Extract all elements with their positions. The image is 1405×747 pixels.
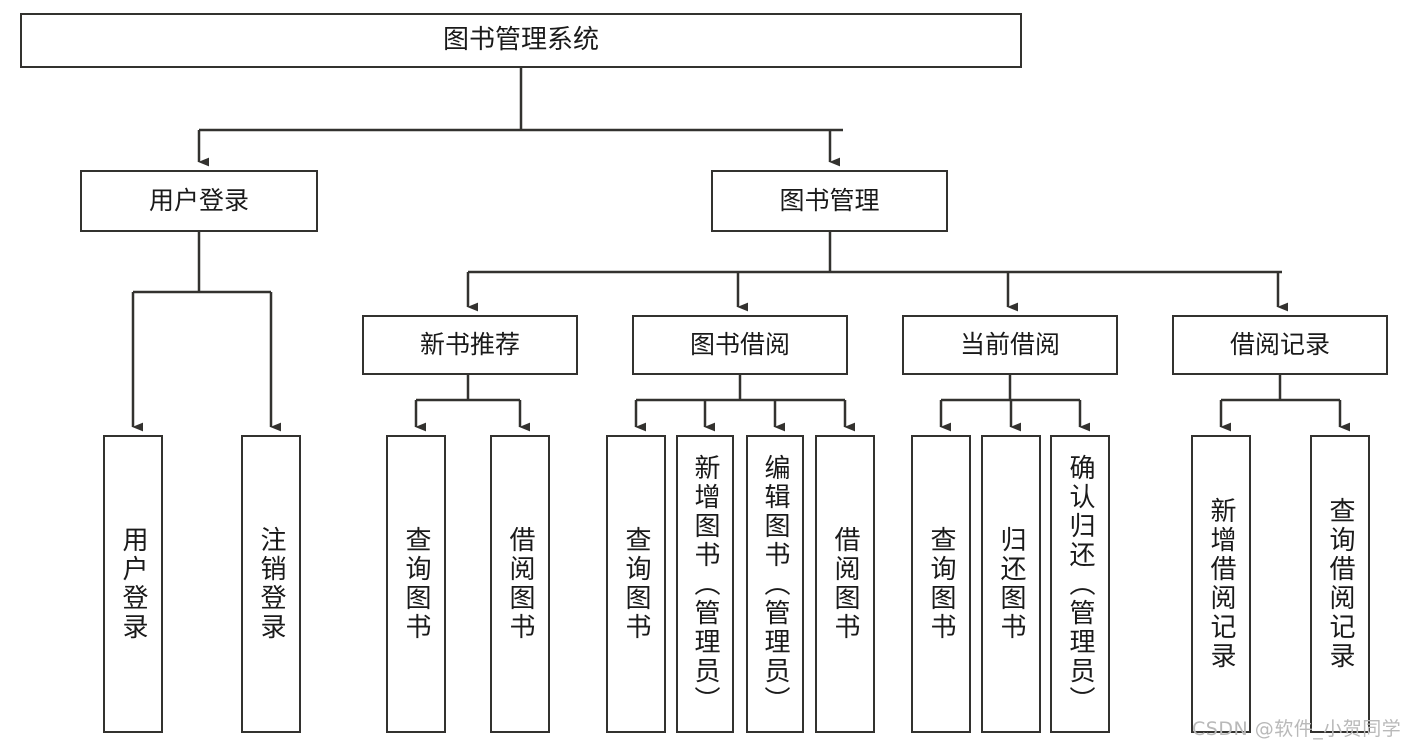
node-leaf-add-book[interactable]: 新增图书（管理员） bbox=[676, 435, 734, 733]
node-leaf-confirm-return[interactable]: 确认归还（管理员） bbox=[1050, 435, 1110, 733]
node-leaf-user-login-label: 用户登录 bbox=[118, 526, 148, 642]
node-root-label: 图书管理系统 bbox=[442, 25, 599, 56]
watermark-text: CSDN @软件_小贺同学 bbox=[1192, 718, 1402, 740]
node-book-borrow[interactable]: 图书借阅 bbox=[632, 315, 848, 375]
node-new-book-recommend-label: 新书推荐 bbox=[419, 330, 520, 360]
node-leaf-edit-book-label: 编辑图书（管理员） bbox=[760, 453, 790, 715]
node-leaf-confirm-return-label: 确认归还（管理员） bbox=[1065, 453, 1095, 715]
node-leaf-query-book-1-label: 查询图书 bbox=[401, 526, 431, 642]
node-leaf-edit-book[interactable]: 编辑图书（管理员） bbox=[746, 435, 804, 733]
node-book-management-label: 图书管理 bbox=[779, 186, 880, 216]
node-leaf-query-book-2-label: 查询图书 bbox=[621, 526, 651, 642]
node-book-borrow-label: 图书借阅 bbox=[689, 330, 790, 360]
node-leaf-logout-login-label: 注销登录 bbox=[256, 526, 286, 642]
node-book-management[interactable]: 图书管理 bbox=[711, 170, 948, 232]
node-leaf-return-book-label: 归还图书 bbox=[996, 526, 1026, 642]
node-leaf-query-book-3-label: 查询图书 bbox=[926, 526, 956, 642]
node-leaf-return-book[interactable]: 归还图书 bbox=[981, 435, 1041, 733]
node-leaf-user-login[interactable]: 用户登录 bbox=[103, 435, 163, 733]
node-leaf-add-record[interactable]: 新增借阅记录 bbox=[1191, 435, 1251, 733]
node-leaf-add-record-label: 新增借阅记录 bbox=[1206, 497, 1236, 671]
node-leaf-query-record[interactable]: 查询借阅记录 bbox=[1310, 435, 1370, 733]
node-leaf-logout-login[interactable]: 注销登录 bbox=[241, 435, 301, 733]
node-leaf-borrow-book-1[interactable]: 借阅图书 bbox=[490, 435, 550, 733]
node-user-login-label: 用户登录 bbox=[148, 186, 249, 216]
node-leaf-query-book-2[interactable]: 查询图书 bbox=[606, 435, 666, 733]
node-leaf-add-book-label: 新增图书（管理员） bbox=[690, 453, 720, 715]
node-root[interactable]: 图书管理系统 bbox=[20, 13, 1022, 68]
node-borrow-record[interactable]: 借阅记录 bbox=[1172, 315, 1388, 375]
node-current-borrow[interactable]: 当前借阅 bbox=[902, 315, 1118, 375]
node-user-login[interactable]: 用户登录 bbox=[80, 170, 318, 232]
node-current-borrow-label: 当前借阅 bbox=[959, 330, 1060, 360]
node-leaf-query-book-1[interactable]: 查询图书 bbox=[386, 435, 446, 733]
node-leaf-borrow-book-2-label: 借阅图书 bbox=[830, 526, 860, 642]
node-leaf-query-record-label: 查询借阅记录 bbox=[1325, 497, 1355, 671]
node-leaf-query-book-3[interactable]: 查询图书 bbox=[911, 435, 971, 733]
node-borrow-record-label: 借阅记录 bbox=[1229, 330, 1330, 360]
node-leaf-borrow-book-2[interactable]: 借阅图书 bbox=[815, 435, 875, 733]
node-new-book-recommend[interactable]: 新书推荐 bbox=[362, 315, 578, 375]
node-leaf-borrow-book-1-label: 借阅图书 bbox=[505, 526, 535, 642]
